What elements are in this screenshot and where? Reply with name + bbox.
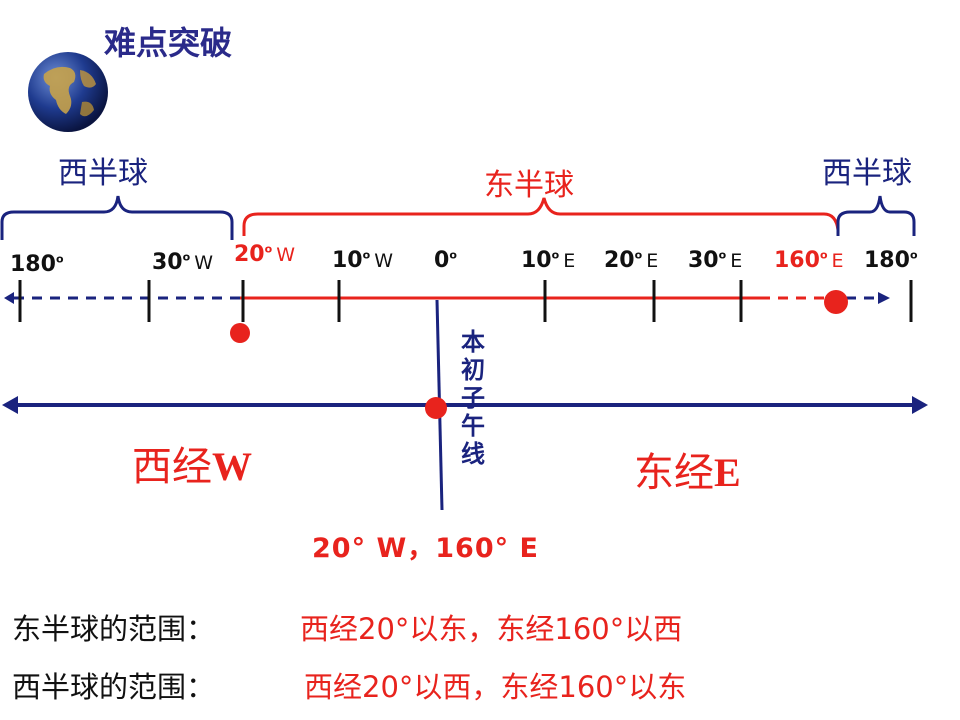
west-hemisphere-range-label: 西半球的范围： — [12, 670, 216, 704]
arrow-right-head — [878, 292, 890, 304]
east-longitude-label: 东经E — [634, 450, 741, 496]
west-bracket-right — [836, 195, 916, 236]
west-bracket-left — [0, 195, 234, 240]
globe-icon — [26, 50, 110, 134]
arrow-left-head — [4, 292, 14, 304]
double-arrow-left-head — [2, 396, 18, 414]
double-arrow-right-head — [912, 396, 928, 414]
west-hemisphere-range-value: 西经20°以西，东经160°以东 — [304, 670, 687, 704]
prime-meridian-label: 本 初 子 午 线 — [461, 328, 485, 468]
dot-prime-meridian — [425, 397, 447, 419]
west-longitude-label: 西经W — [132, 444, 252, 490]
dot-160e — [824, 290, 848, 314]
dot-20w — [230, 323, 250, 343]
east-bracket — [242, 197, 840, 236]
tick-label: 180o — [10, 252, 64, 277]
east-hemisphere-range-value: 西经20°以东，东经160°以西 — [300, 612, 683, 646]
tick-label: 0o — [434, 248, 457, 273]
west-hemisphere-right-label: 西半球 — [822, 156, 912, 191]
axis-tick-marks — [18, 280, 913, 322]
west-hemisphere-left-label: 西半球 — [58, 156, 148, 191]
page-title: 难点突破 — [104, 24, 233, 62]
answer-text: 20° W，160° E — [312, 533, 539, 564]
east-hemisphere-label: 东半球 — [484, 168, 574, 203]
tick-label: 180o — [864, 248, 918, 273]
east-hemisphere-range-label: 东半球的范围： — [12, 612, 216, 646]
